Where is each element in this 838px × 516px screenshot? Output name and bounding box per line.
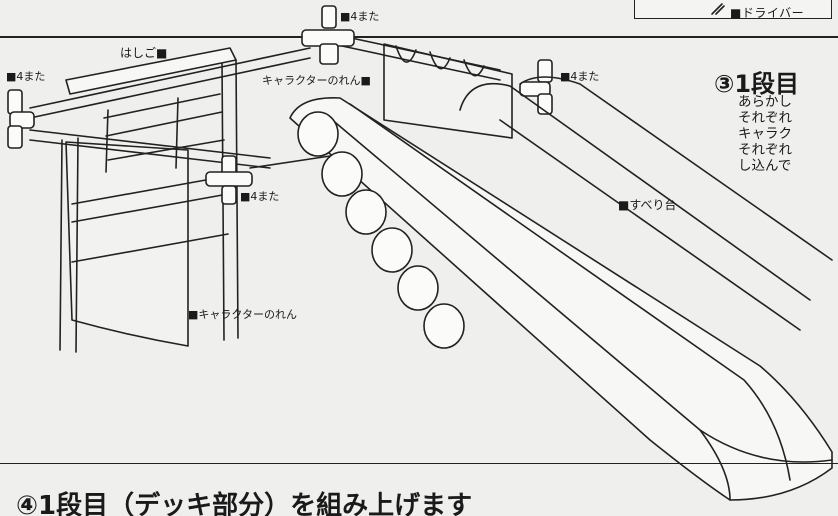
joint-top — [301, 5, 355, 65]
ladder-label: はしご■ — [120, 46, 168, 60]
joint-top-label: ■4また — [340, 10, 380, 23]
step3-text: あらかし それぞれ キャラク それぞれ し込んで — [738, 94, 838, 174]
slide-rollers — [297, 111, 465, 349]
step3-line: キャラク — [738, 126, 792, 142]
step3-line: それぞれ — [738, 110, 792, 126]
screwdriver-icon — [711, 3, 725, 15]
curtain-bottom-label: ■キャラクターのれん — [188, 308, 297, 321]
curtain-lower — [65, 141, 189, 347]
step4-heading: ④1段目（デッキ部分）を組み上げます — [16, 491, 473, 516]
tool-box — [634, 0, 832, 19]
bottom-divider — [0, 463, 838, 464]
step3-title: ③1段目 — [714, 70, 800, 98]
step3-line: し込んで — [738, 158, 792, 174]
joint-right — [519, 59, 553, 115]
joint-bottom — [205, 155, 253, 205]
joint-left — [7, 89, 35, 149]
top-divider — [0, 36, 838, 38]
curtain-top-label: キャラクターのれん■ — [262, 74, 371, 87]
screwdriver-label: ■ドライバー — [730, 6, 805, 20]
step3-line: それぞれ — [738, 142, 792, 158]
joint-right-label: ■4また — [560, 70, 600, 83]
slide-label: ■すべり台 — [618, 198, 677, 212]
joint-left-label: ■4また — [6, 70, 46, 83]
step3-line: あらかし — [738, 94, 792, 110]
joint-bottom-label: ■4また — [240, 190, 280, 203]
